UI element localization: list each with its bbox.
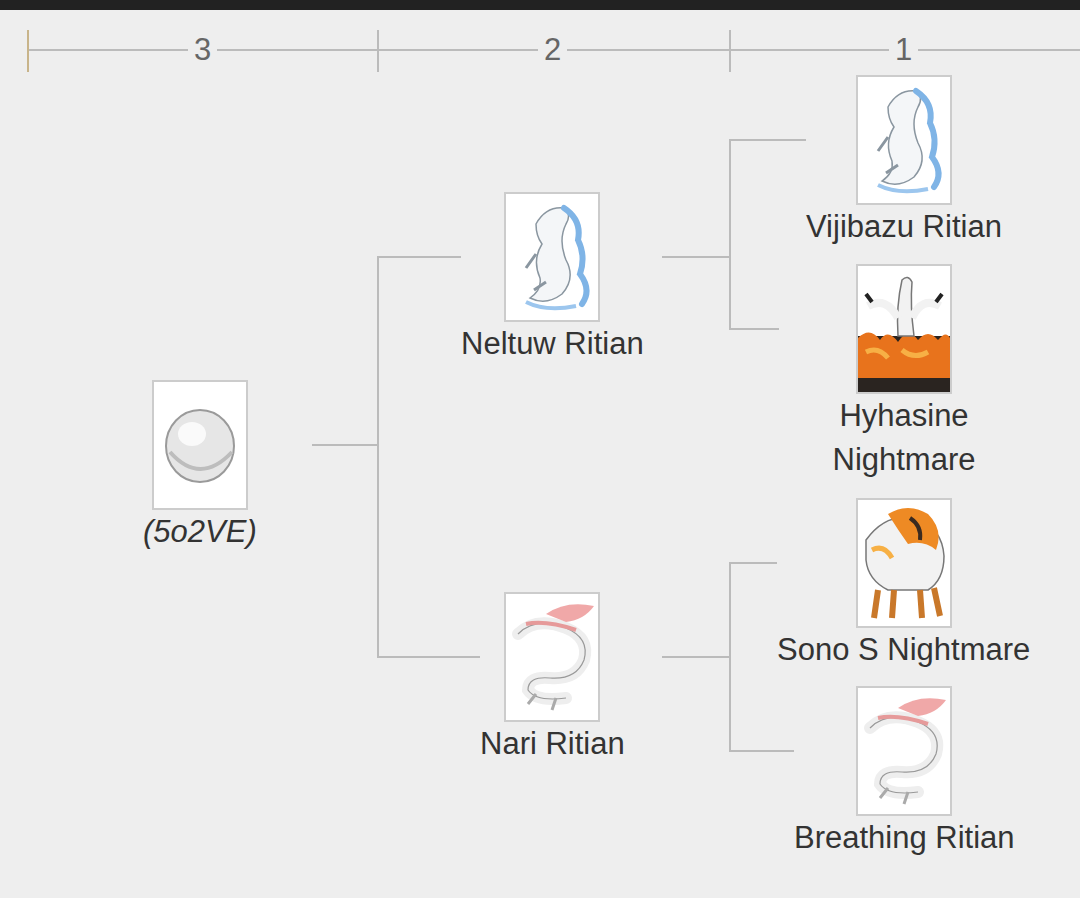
lineage-connector [662,657,794,751]
dragon-node: Vijibazu Ritian [806,75,1002,249]
lineage-connector [662,140,806,257]
generation-ruler [28,30,1080,72]
dragon-node: Breathing Ritian [794,686,1015,860]
dragon-frame [856,264,952,394]
dragon-frame [856,75,952,205]
dragon-name: Hyhasine Nightmare [779,394,1029,482]
lineage-connector [662,257,779,329]
dragon-frame [152,380,248,510]
dragon-node: Neltuw Ritian [461,192,644,366]
dragon-sprite [858,500,950,626]
dragon-name: Neltuw Ritian [461,322,644,366]
dragon-name: Vijibazu Ritian [806,205,1002,249]
generation-number: 1 [889,32,918,68]
generation-number: 2 [538,32,567,68]
top-bar [0,0,1080,10]
dragon-sprite [858,688,950,814]
dragon-sprite [506,194,598,320]
lineage-connector [312,445,480,657]
dragon-sprite [858,266,950,392]
dragon-frame [856,498,952,628]
dragon-node: Nari Ritian [480,592,625,766]
lineage-connector [662,563,777,657]
dragon-node: Hyhasine Nightmare [779,264,1029,482]
dragon-name: (5o2VE) [143,510,257,554]
dragon-sprite [506,594,598,720]
lineage-connector [312,257,461,445]
dragon-name: Sono S Nightmare [777,628,1030,672]
dragon-frame [504,592,600,722]
dragon-node: (5o2VE) [143,380,257,554]
dragon-node: Sono S Nightmare [777,498,1030,672]
dragon-name: Nari Ritian [480,722,625,766]
generation-number: 3 [188,32,217,68]
dragon-frame [856,686,952,816]
dragon-frame [504,192,600,322]
dragon-sprite [154,382,246,508]
dragon-name: Breathing Ritian [794,816,1015,860]
dragon-sprite [858,77,950,203]
